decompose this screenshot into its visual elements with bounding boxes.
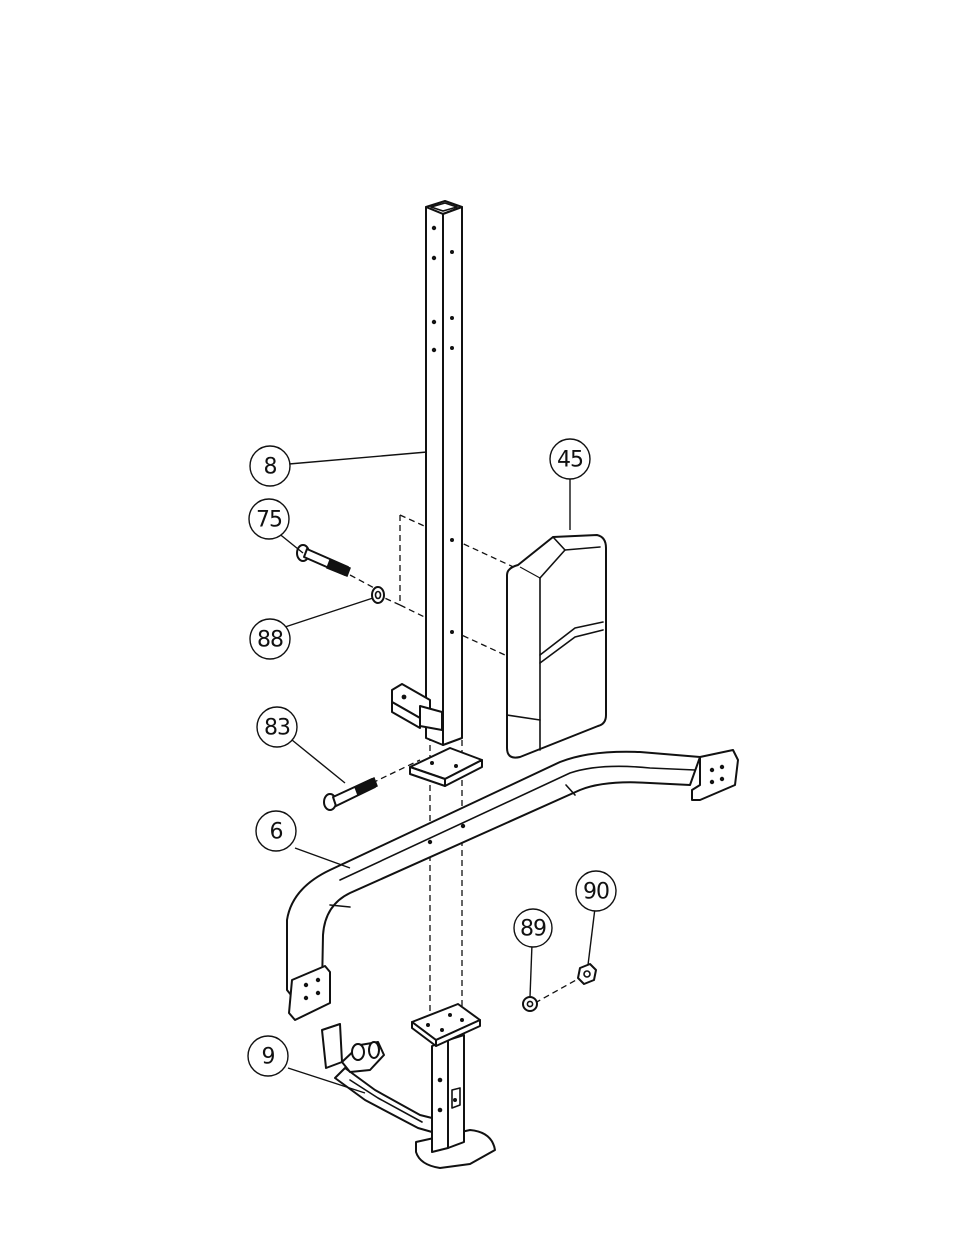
callout-bubble-75: 75: [249, 499, 289, 539]
callout-label-45: 45: [557, 448, 583, 473]
washer-part-89: [523, 997, 537, 1011]
back-pad-part-45: [507, 535, 606, 758]
callout-label-88: 88: [257, 628, 283, 653]
callout-label-83: 83: [264, 716, 290, 741]
bolt-part-75: [297, 545, 350, 576]
callout-bubble-6: 6: [256, 811, 296, 851]
callout-label-90: 90: [583, 880, 609, 905]
callout-bubble-83: 83: [257, 707, 297, 747]
callout-bubble-8: 8: [250, 446, 290, 486]
callout-bubble-9: 9: [248, 1036, 288, 1076]
callout-label-89: 89: [520, 917, 546, 942]
callout-label-9: 9: [262, 1045, 275, 1070]
callout-label-6: 6: [270, 820, 283, 845]
nut-part-90: [578, 964, 596, 984]
lower-support-part-9: [322, 1004, 495, 1168]
washer-part-88: [372, 587, 384, 603]
callout-bubble-90: 90: [576, 871, 616, 911]
callout-bubble-88: 88: [250, 619, 290, 659]
callout-bubble-45: 45: [550, 439, 590, 479]
callout-label-8: 8: [264, 455, 277, 480]
bolt-part-83: [324, 778, 377, 810]
callout-label-75: 75: [256, 508, 282, 533]
callout-bubble-89: 89: [514, 909, 552, 947]
upright-post-part-8: [392, 201, 482, 786]
